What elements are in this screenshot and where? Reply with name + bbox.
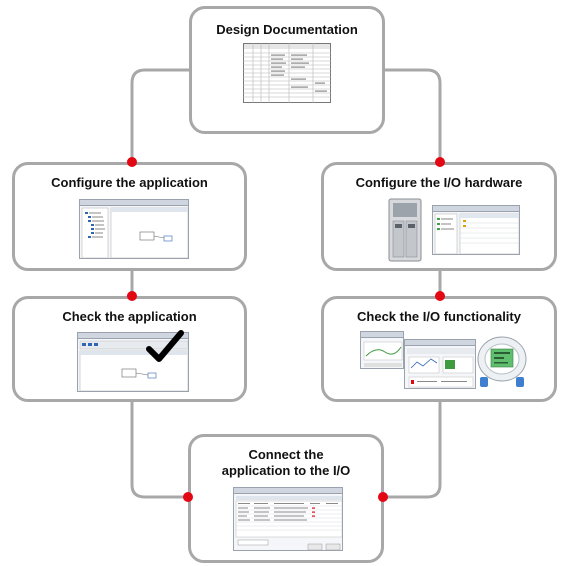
connector-check-app-to-connect [130,400,188,499]
node-configure-application: Configure the application [12,162,247,271]
checkmark-icon [145,329,185,365]
measurement-window-icon [404,339,476,389]
node-configure-io-hardware: Configure the I/O hardware [321,162,557,271]
connector-dot-connect-left [183,492,193,502]
node-check-io-functionality: Check the I/O functionality [321,296,557,402]
dialog-window-icon [233,487,343,551]
node-title: Check the I/O functionality [357,309,521,324]
connector-dot-configure-app [127,157,137,167]
node-title: Configure the application [51,175,208,190]
node-title: Check the application [62,309,197,324]
io-configuration-window-icon [432,205,520,255]
field-transmitter-icon [476,333,528,389]
node-title: Configure the I/O hardware [355,175,523,190]
io-hardware-icon [385,197,429,265]
trend-window-icon [360,331,404,369]
connector-dot-connect-right [378,492,388,502]
connector-check-io-to-connect [383,400,442,499]
node-design-documentation: Design Documentation [189,6,385,134]
connector-design-to-configure-io [384,68,442,162]
connector-design-to-configure-app [130,68,190,162]
node-connect-application-io: Connect the application to the I/O [188,434,384,563]
connector-dot-check-io [435,291,445,301]
table-document-icon [243,43,331,103]
engineering-software-icon [79,199,189,259]
node-title-line-2: application to the I/O [221,463,351,478]
node-title: Design Documentation [216,22,358,37]
node-title-line-1: Connect the [248,447,324,462]
connector-dot-configure-io [435,157,445,167]
node-check-application: Check the application [12,296,247,402]
connector-dot-check-app [127,291,137,301]
